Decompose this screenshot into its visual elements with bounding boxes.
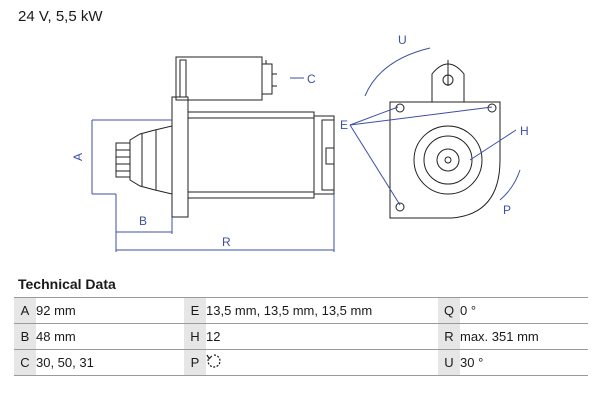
spec-key: B xyxy=(14,323,36,350)
rotation-direction-icon xyxy=(206,353,222,372)
dim-label-r: R xyxy=(222,235,231,249)
spec-key: C xyxy=(14,349,36,376)
technical-data-title: Technical Data xyxy=(18,276,116,292)
end-view-plate xyxy=(389,101,501,219)
dim-label-b: B xyxy=(139,214,147,228)
spec-value: 0 ° xyxy=(460,303,477,318)
dim-label-c: C xyxy=(307,72,316,86)
table-row: C 30, 50, 31 P U 30 ° xyxy=(14,349,588,376)
table-row: B 48 mm H 12 R max. 351 mm xyxy=(14,323,588,350)
spec-key: H xyxy=(184,323,206,350)
end-cap xyxy=(313,115,335,195)
spec-value-rotation xyxy=(206,350,432,376)
mounting-flange xyxy=(171,96,189,218)
spec-value: 30 ° xyxy=(460,355,484,370)
spec-key: Q xyxy=(438,297,460,324)
dim-label-u: U xyxy=(398,33,407,47)
table-row: A 92 mm E 13,5 mm, 13,5 mm, 13,5 mm Q 0 … xyxy=(14,297,588,324)
starter-motor-drawing: A B R C U E H P xyxy=(71,33,529,252)
pinion xyxy=(115,142,131,178)
spec-value: 92 mm xyxy=(36,303,76,318)
motor-body xyxy=(187,111,315,199)
dim-label-h: H xyxy=(520,124,529,138)
spec-value: 48 mm xyxy=(36,329,76,344)
solenoid xyxy=(175,56,263,101)
spec-key: E xyxy=(184,297,206,324)
spec-value: 12 xyxy=(206,329,221,344)
spec-value: max. 351 mm xyxy=(460,329,539,344)
drive-housing xyxy=(129,125,173,195)
dim-label-e: E xyxy=(340,118,348,132)
technical-data-table: A 92 mm E 13,5 mm, 13,5 mm, 13,5 mm Q 0 … xyxy=(14,297,588,376)
end-view-housing xyxy=(413,125,483,195)
spec-key: A xyxy=(14,297,36,324)
dim-label-a: A xyxy=(71,153,85,161)
spec-key: P xyxy=(184,349,206,376)
spec-key: R xyxy=(438,323,460,350)
spec-value: 30, 50, 31 xyxy=(36,355,94,370)
spec-headline: 24 V, 5,5 kW xyxy=(18,8,103,25)
spec-value: 13,5 mm, 13,5 mm, 13,5 mm xyxy=(206,303,373,318)
dim-label-p: P xyxy=(503,203,511,217)
spec-key: U xyxy=(438,349,460,376)
end-view-pinion xyxy=(436,148,460,172)
